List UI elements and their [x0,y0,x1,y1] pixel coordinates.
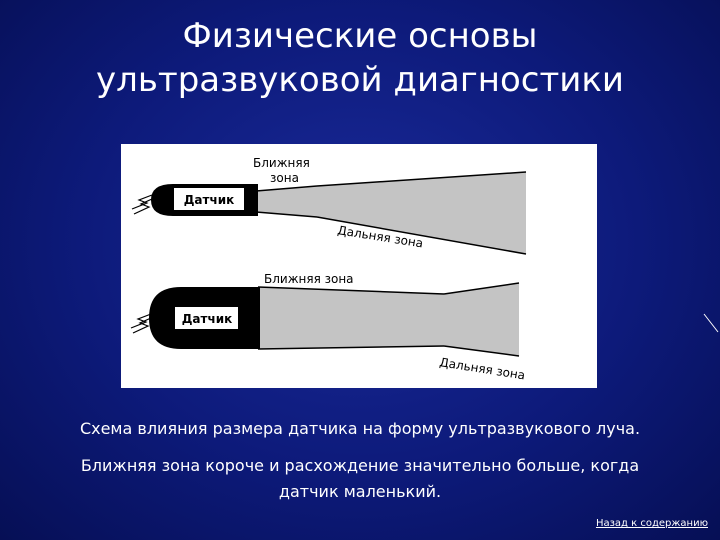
slide-title-line-2: ультразвуковой диагностики [96,60,624,100]
bottom-near-zone-label: Ближняя зона [264,272,354,286]
top-beam [256,172,526,254]
bottom-beam-lower-edge [257,345,445,350]
slide-title-line-1: Физические основы [182,16,538,56]
top-transducer-label-box [174,188,244,210]
top-near-zone-label-1: Ближняя [253,156,310,170]
top-beam-upper-edge-far [316,171,527,187]
top-cable [131,194,153,215]
bottom-far-zone-label: Дальняя зона [439,355,527,382]
slide-title: Физические основы ультразвуковой диагнос… [0,14,720,102]
bottom-beam-upper-edge [257,286,445,295]
bottom-beam [258,283,519,356]
bottom-cable [130,313,152,334]
back-to-contents-link[interactable]: Назад к содержанию [595,518,708,529]
caption-line-2: Ближняя зона короче и расхождение значит… [30,453,690,505]
bottom-transducer-label-box [175,307,238,329]
top-near-zone-label-2: зона [270,171,299,185]
top-beam-lower-edge [255,211,318,218]
top-beam-upper-edge [255,185,318,192]
bottom-transducer-label: Датчик [182,312,233,326]
caption-line-1: Схема влияния размера датчика на форму у… [79,419,641,438]
top-transducer-label: Датчик [184,193,235,207]
beam-diagram-svg: Датчик Ближняя зона Дальняя зона Датчик … [130,156,527,382]
bottom-beam-upper-edge-far [443,282,520,295]
beam-diagram: Датчик Ближняя зона Дальняя зона Датчик … [121,144,597,388]
caption-line-2a: Ближняя зона короче и расхождение значит… [80,456,640,475]
decorative-line [703,313,719,333]
caption-line-2b: датчик маленький. [278,482,442,501]
top-beam-lower-edge-far [316,216,527,255]
bottom-beam-lower-edge-far [443,345,520,357]
